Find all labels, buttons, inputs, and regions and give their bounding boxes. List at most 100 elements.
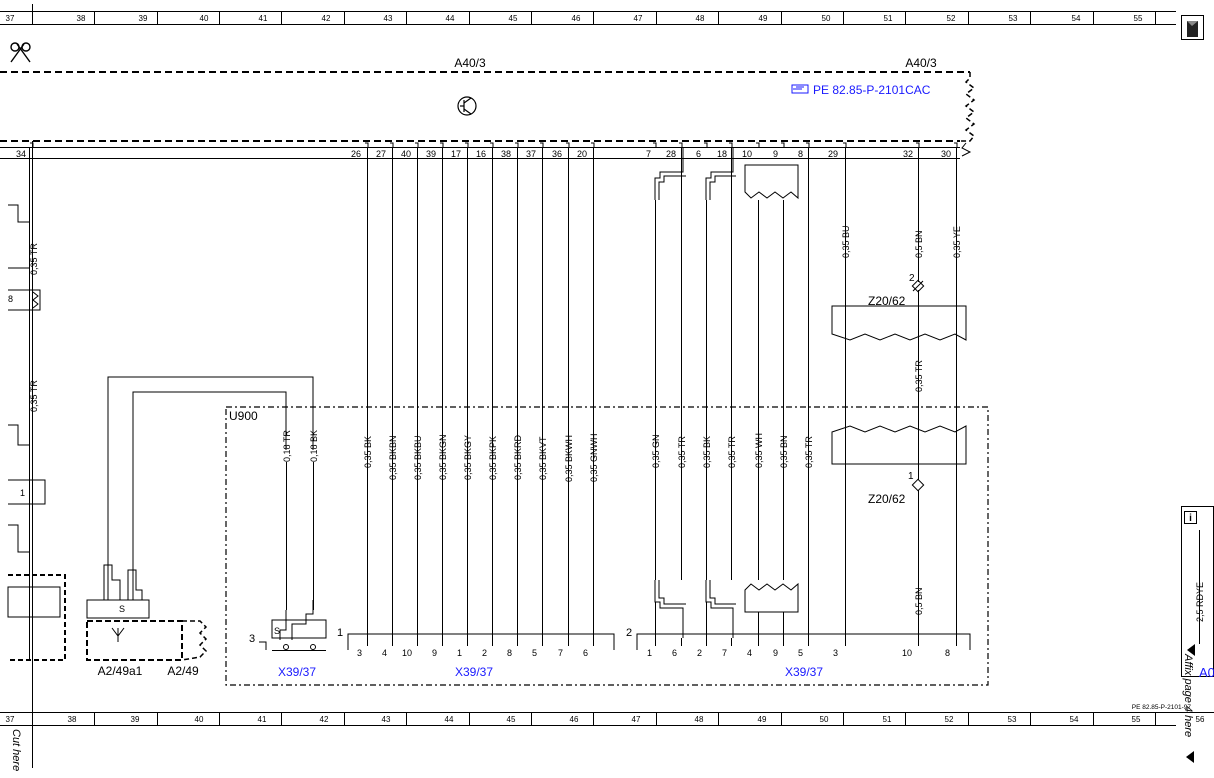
pin-number: 7: [558, 648, 563, 658]
ruler-number: 46: [570, 715, 579, 724]
pin-number: 8: [507, 648, 512, 658]
u900-label: U900: [229, 409, 258, 423]
splice-pin: 2: [909, 273, 915, 284]
wire-label: 0,35 BK: [363, 436, 373, 468]
ruler-number: 44: [446, 14, 455, 23]
wire-label: 0,35 BKGY: [463, 435, 473, 480]
wire-label: 0,35 BKRD: [513, 434, 523, 480]
pointing-hand-icon[interactable]: [791, 84, 809, 94]
ruler-number: 47: [634, 14, 643, 23]
a40-3-module-box: [0, 71, 970, 142]
ruler-number: 49: [758, 715, 767, 724]
antenna-cable: [86, 376, 327, 640]
ruler-number: 43: [382, 715, 391, 724]
left-edge-wiring: [7, 141, 66, 712]
arrow-left-icon: [1187, 644, 1195, 656]
wire-label: 0,35 BKPK: [488, 436, 498, 480]
splice-pin: 1: [908, 471, 914, 482]
antenna-break-zigzag: [181, 620, 208, 661]
splice-label: Z20/62: [868, 294, 906, 308]
pin-strip: [0, 147, 960, 159]
pin-number: 4: [747, 648, 752, 658]
pin-number: 7: [646, 149, 651, 159]
next-page-link[interactable]: A0: [1199, 665, 1214, 680]
ruler-number: 48: [695, 715, 704, 724]
bookmark-icon[interactable]: [1181, 15, 1204, 40]
connector-group: 1: [337, 627, 343, 639]
bottom-ruler: [0, 712, 1214, 768]
pin-number: 8: [945, 648, 950, 658]
connector-label[interactable]: X39/37: [785, 665, 823, 679]
pin-number: 18: [717, 149, 727, 159]
pin-number: 5: [532, 648, 537, 658]
connector-x39-37-middle: [347, 633, 615, 650]
wire-label: 0,35 WH: [754, 433, 764, 468]
ruler-number: 55: [1132, 715, 1141, 724]
pin-number: 27: [376, 149, 386, 159]
pin-terminals: [30, 142, 958, 148]
module-label: A40/3: [454, 56, 486, 70]
right-connector-pins: 1 6 2 7 4 9 5 3 10 8: [647, 648, 950, 658]
wire-label: 2,5 RDYE: [1195, 582, 1205, 622]
ruler-number: 51: [883, 715, 892, 724]
ruler-number: 48: [696, 14, 705, 23]
ruler-number: 49: [759, 14, 768, 23]
bottom-ruler-numbers: 37 38 39 40 41 42 43 44 45 46 47 48 49 5…: [6, 715, 1205, 724]
pin-number: 34: [16, 149, 26, 159]
connector-group: 2: [626, 627, 632, 639]
wire-label: 0,35 BKBN: [388, 435, 398, 480]
ruler-number: 50: [820, 715, 829, 724]
ruler-number: 40: [200, 14, 209, 23]
pin-number: 10: [402, 648, 412, 658]
pin-number: 2: [697, 648, 702, 658]
connector-pin: 3: [249, 633, 255, 645]
pin-number: 6: [672, 648, 677, 658]
pin-number: 3: [833, 648, 838, 658]
ruler-number: 42: [320, 715, 329, 724]
arrow-left-icon: [1186, 751, 1194, 763]
ruler-number: 47: [632, 715, 641, 724]
pin-number: 6: [696, 149, 701, 159]
pin-number: 36: [552, 149, 562, 159]
module-break-wavy: [961, 142, 972, 157]
ruler-number: 46: [572, 14, 581, 23]
ruler-number: 53: [1008, 715, 1017, 724]
pin-number: 38: [501, 149, 511, 159]
component-label: A2/49: [167, 664, 199, 678]
ruler-number: 44: [445, 715, 454, 724]
module-label: A40/3: [905, 56, 937, 70]
pin-number: 40: [401, 149, 411, 159]
info-icon[interactable]: i: [1184, 511, 1197, 525]
antenna-icon: [111, 627, 125, 642]
pin-number: 10: [742, 149, 752, 159]
module-reference-link[interactable]: PE 82.85-P-2101CAC: [813, 83, 931, 97]
pin-number: 37: [526, 149, 536, 159]
connector-label[interactable]: X39/37: [455, 665, 493, 679]
ruler-number: 38: [68, 715, 77, 724]
pin-number: 9: [773, 648, 778, 658]
shield-marker: S: [274, 626, 280, 636]
ruler-number: 41: [258, 715, 267, 724]
top-pin-numbers: 34 26 27 40 39 17 16 38 37 36 20 7 28 6 …: [16, 149, 951, 159]
ruler-number: 56: [1196, 715, 1205, 724]
pin-number: 32: [903, 149, 913, 159]
ruler-number: 51: [884, 14, 893, 23]
pin-number: 9: [773, 149, 778, 159]
pin-number: 8: [8, 294, 13, 304]
ruler-number: 39: [139, 14, 148, 23]
wire-labels: 0,35 BK 0,35 BKBN 0,35 BKBU 0,35 BKGN 0,…: [363, 225, 962, 615]
ruler-number: 40: [195, 715, 204, 724]
wires: [367, 148, 957, 638]
ruler-number: 50: [822, 14, 831, 23]
connector-label[interactable]: X39/37: [278, 665, 316, 679]
ruler-number: 45: [507, 715, 516, 724]
connector-x39-37-left: [272, 644, 326, 651]
wire-label: 0,35 BN: [779, 435, 789, 468]
pin-number: 10: [902, 648, 912, 658]
affix-page-label: Affix page 4 here: [1182, 653, 1194, 737]
pin-number: 17: [451, 149, 461, 159]
connector-bracket: [259, 641, 267, 650]
wire-label: 0,35 BKWH: [564, 435, 574, 482]
pin-number: 7: [722, 648, 727, 658]
